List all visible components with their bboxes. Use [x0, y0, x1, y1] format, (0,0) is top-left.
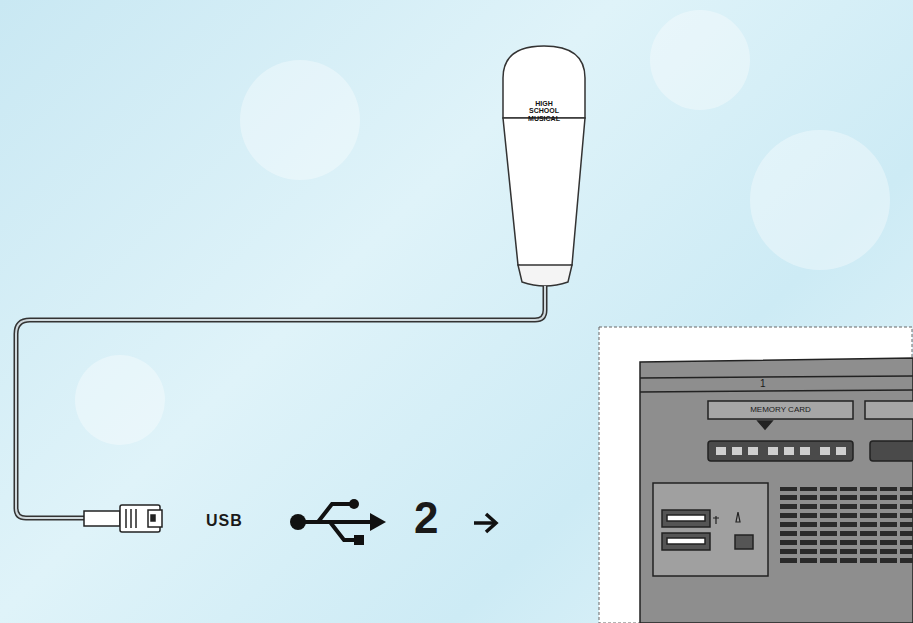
- slot-number: 1: [760, 378, 766, 389]
- callout-number: 2: [414, 496, 438, 540]
- usb-plug: [84, 505, 162, 532]
- arrow: [474, 514, 496, 532]
- brand-logo: HIGH SCHOOL MUSICAL: [528, 100, 560, 122]
- microphone: [503, 46, 585, 286]
- port-label: USB: [206, 512, 243, 530]
- console: [640, 358, 913, 623]
- cable: [16, 286, 545, 518]
- usb-symbol: [290, 499, 386, 545]
- slot-label: MEMORY CARD: [708, 402, 853, 418]
- inset-frame: [599, 327, 912, 623]
